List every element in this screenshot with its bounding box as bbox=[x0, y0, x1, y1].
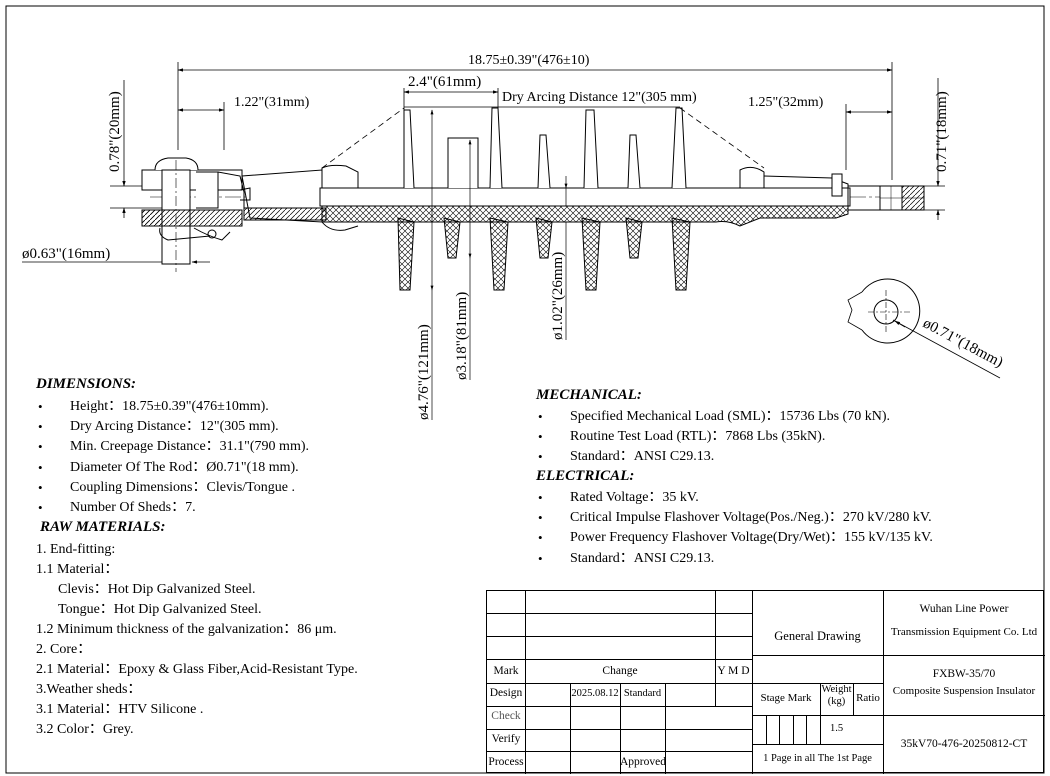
dimensions-title: DIMENSIONS: bbox=[36, 376, 137, 392]
tb-line bbox=[883, 655, 1045, 656]
tb-line bbox=[487, 636, 752, 637]
electrical-item: Rated Voltage：35 kV. bbox=[536, 488, 933, 508]
right-end-dimension bbox=[845, 104, 893, 170]
tb-line bbox=[525, 591, 526, 774]
tb-line bbox=[853, 683, 854, 715]
mechanical-title: MECHANICAL: bbox=[536, 387, 642, 403]
raw-material-line: 1.1 Material： bbox=[36, 562, 119, 577]
left-height-label: 0.78"(20mm) bbox=[107, 91, 123, 172]
tb-line bbox=[752, 655, 883, 656]
electrical-item: Critical Impulse Flashover Voltage(Pos./… bbox=[536, 508, 933, 528]
electrical-title: ELECTRICAL: bbox=[536, 468, 635, 484]
raw-material-line: 2.1 Material：Epoxy & Glass Fiber,Acid-Re… bbox=[36, 662, 358, 677]
mechanical-item: Routine Test Load (RTL)：7868 Lbs (35kN). bbox=[536, 427, 890, 447]
tb-line bbox=[665, 683, 666, 774]
pin-diameter-label: ø0.63"(16mm) bbox=[22, 246, 110, 262]
shed-pitch-dimension bbox=[403, 88, 499, 110]
electrical-item: Power Frequency Flashover Voltage(Dry/We… bbox=[536, 528, 933, 548]
tb-weight-label: Weight (kg) bbox=[820, 684, 853, 708]
tb-line bbox=[487, 613, 752, 614]
tb-general-drawing: General Drawing bbox=[774, 629, 861, 643]
tb-line bbox=[487, 706, 752, 707]
dimension-item: Height：18.75±0.39"(476±10mm). bbox=[36, 397, 309, 417]
left-end-label: 1.22"(31mm) bbox=[234, 95, 310, 110]
raw-material-line: 1. End-fitting: bbox=[36, 542, 116, 557]
tb-line bbox=[752, 715, 883, 716]
raw-material-line: 1.2 Minimum thickness of the galvanizati… bbox=[36, 622, 337, 637]
rod-section-label: ø0.71"(18mm) bbox=[920, 315, 1005, 371]
raw-materials-title: RAW MATERIALS: bbox=[40, 519, 166, 535]
tb-line bbox=[487, 729, 752, 730]
tb-weight-label-line1: Weight bbox=[821, 684, 852, 695]
left-end-dimension bbox=[177, 102, 225, 150]
raw-material-line: 3.2 Color：Grey. bbox=[36, 722, 134, 737]
shed-pitch-label: 2.4"(61mm) bbox=[408, 74, 481, 90]
tb-standard: Standard bbox=[623, 688, 662, 699]
tb-line bbox=[487, 659, 752, 660]
electrical-item: Standard：ANSI C29.13. bbox=[536, 549, 933, 569]
dimension-item: Dry Arcing Distance：12"(305 mm). bbox=[36, 417, 309, 437]
tb-ymd-label: Y M D bbox=[717, 665, 750, 677]
tb-weight-label-line2: (kg) bbox=[827, 696, 846, 707]
dimension-item: Coupling Dimensions：Clevis/Tongue . bbox=[36, 478, 309, 498]
tb-company-line1: Wuhan Line Power bbox=[919, 603, 1009, 615]
tb-date: 2025.08.12 bbox=[571, 688, 619, 699]
tb-change-label: Change bbox=[602, 665, 638, 677]
dimension-item: Diameter Of The Rod：Ø0.71"(18 mm). bbox=[36, 458, 309, 478]
tb-verify-label: Verify bbox=[491, 733, 521, 745]
tb-line bbox=[766, 715, 767, 744]
raw-material-line: 3.1 Material：HTV Silicone . bbox=[36, 702, 204, 717]
right-end-label: 1.25"(32mm) bbox=[748, 95, 824, 110]
dimension-item: Min. Creepage Distance：31.1"(790 mm). bbox=[36, 437, 309, 457]
tb-line bbox=[793, 715, 794, 744]
right-height-label: 0.71"(18mm) bbox=[934, 91, 950, 172]
tb-pages: 1 Page in all The 1st Page bbox=[763, 753, 872, 764]
housing-diameter-label: ø1.02"(26mm) bbox=[550, 252, 566, 340]
tb-line bbox=[487, 683, 883, 684]
insulator-body bbox=[141, 107, 925, 420]
dimensions-list: Height：18.75±0.39"(476±10mm). Dry Arcing… bbox=[36, 397, 309, 518]
tb-check-label: Check bbox=[491, 710, 521, 722]
overall-length-label: 18.75±0.39"(476±10) bbox=[468, 53, 590, 68]
rod-cross-section bbox=[847, 278, 1001, 379]
raw-material-line: Clevis：Hot Dip Galvanized Steel. bbox=[58, 582, 256, 597]
tb-line bbox=[620, 683, 621, 774]
tb-design-label: Design bbox=[489, 687, 523, 699]
tb-line bbox=[820, 683, 821, 744]
tb-line bbox=[883, 591, 884, 774]
tb-approved-label: Approved bbox=[620, 756, 666, 768]
tb-drawing-no: 35kV70-476-20250812-CT bbox=[900, 738, 1028, 750]
small-shed-diameter-label: ø3.18"(81mm) bbox=[454, 292, 470, 380]
mechanical-list: Specified Mechanical Load (SML)：15736 Lb… bbox=[536, 407, 890, 468]
tb-line bbox=[715, 591, 716, 706]
dimension-item: Number Of Sheds：7. bbox=[36, 498, 309, 518]
tb-line bbox=[806, 715, 807, 744]
raw-material-line: Tongue：Hot Dip Galvanized Steel. bbox=[58, 602, 262, 617]
raw-material-line: 3.Weather sheds： bbox=[36, 682, 142, 697]
tb-stage-mark-label: Stage Mark bbox=[760, 692, 812, 704]
dry-arcing-label: Dry Arcing Distance 12"(305 mm) bbox=[502, 90, 697, 105]
tb-model: FXBW-35/70 bbox=[932, 668, 996, 680]
tb-line bbox=[487, 751, 752, 752]
tb-product: Composite Suspension Insulator bbox=[892, 685, 1036, 697]
tb-line bbox=[570, 683, 571, 774]
title-block: Mark Change Y M D Design 2025.08.12 Stan… bbox=[486, 590, 1045, 774]
large-shed-diameter-label: ø4.76"(121mm) bbox=[416, 324, 432, 420]
tb-weight-value: 1.5 bbox=[829, 723, 844, 734]
tb-line bbox=[752, 744, 883, 745]
raw-material-line: 2. Core： bbox=[36, 642, 92, 657]
tb-line bbox=[752, 591, 753, 774]
electrical-list: Rated Voltage：35 kV. Critical Impulse Fl… bbox=[536, 488, 933, 569]
tb-line bbox=[779, 715, 780, 744]
overall-length-dimension bbox=[177, 62, 893, 180]
tb-company-line2: Transmission Equipment Co. Ltd bbox=[890, 626, 1038, 638]
tb-ratio-label: Ratio bbox=[856, 692, 880, 704]
mechanical-item: Standard：ANSI C29.13. bbox=[536, 447, 890, 467]
tb-mark-label: Mark bbox=[493, 665, 519, 677]
mechanical-item: Specified Mechanical Load (SML)：15736 Lb… bbox=[536, 407, 890, 427]
tb-line bbox=[883, 715, 1045, 716]
tb-process-label: Process bbox=[488, 756, 524, 768]
